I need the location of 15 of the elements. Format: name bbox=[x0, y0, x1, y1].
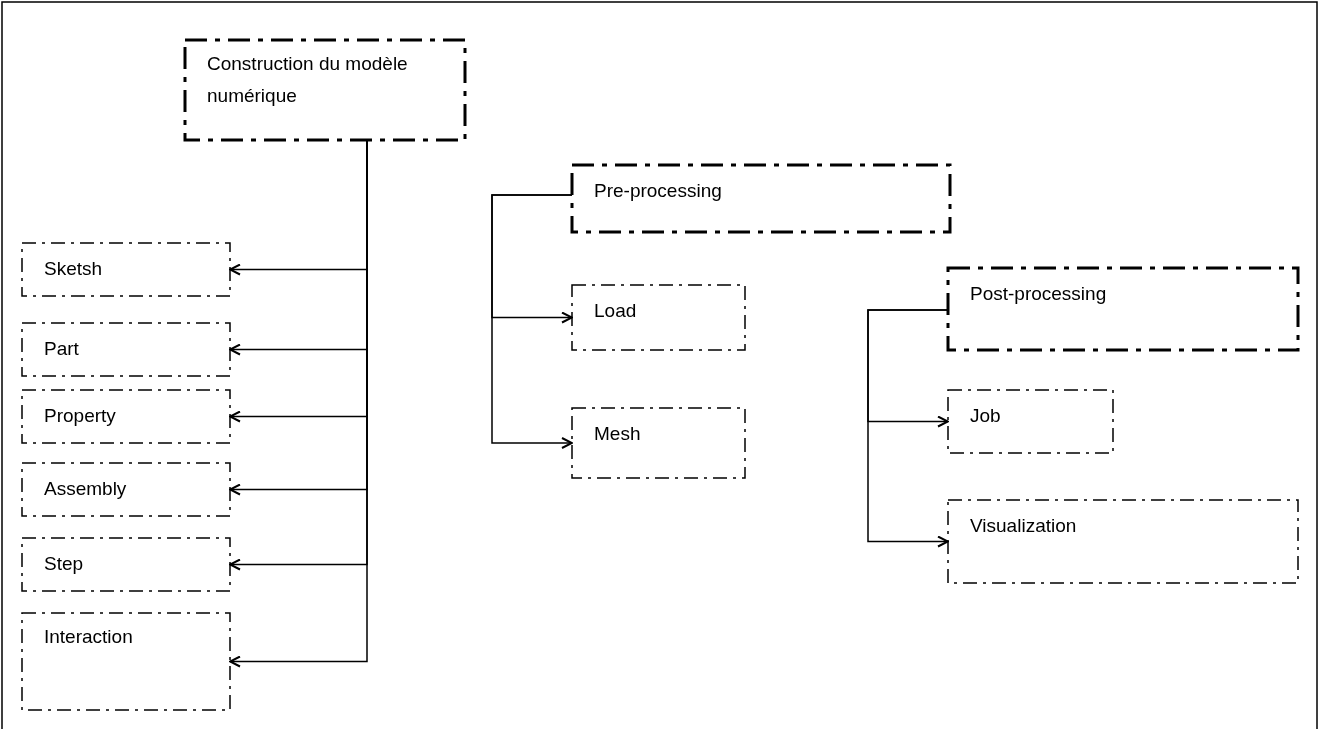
box-label: Mesh bbox=[594, 422, 642, 446]
box-label: Job bbox=[970, 404, 1002, 428]
box-label: Interaction bbox=[44, 625, 134, 649]
box-label: Post-processing bbox=[970, 282, 1108, 306]
box-label: Step bbox=[44, 552, 85, 576]
box-label: Sketsh bbox=[44, 257, 104, 281]
arrow bbox=[867, 309, 949, 548]
arrow bbox=[491, 194, 573, 449]
box-label: Construction du modèle numérique bbox=[207, 52, 409, 108]
box-label: Part bbox=[44, 337, 80, 361]
box-label: Visualization bbox=[970, 514, 1078, 538]
box-label: Load bbox=[594, 299, 638, 323]
box-label: Property bbox=[44, 404, 117, 428]
box-label: Assembly bbox=[44, 477, 128, 501]
box-label: Pre-processing bbox=[594, 179, 723, 203]
